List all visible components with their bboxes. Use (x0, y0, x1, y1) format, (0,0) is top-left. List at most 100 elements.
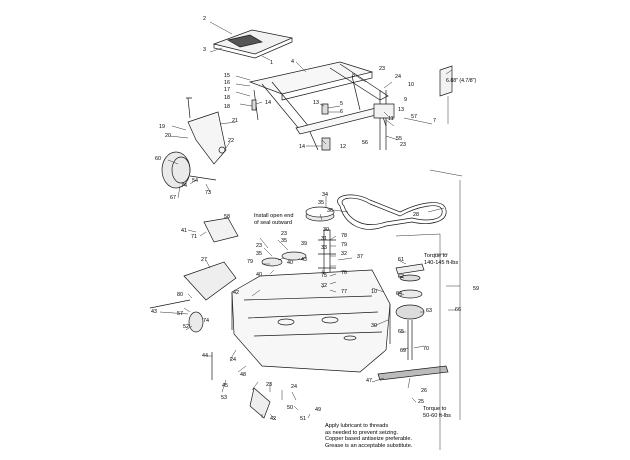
callout-47: 47 (366, 378, 372, 384)
callout-4: 4 (291, 59, 294, 65)
callout-13-right: 13 (398, 107, 404, 113)
callout-23-left: 23 (256, 243, 262, 249)
callout-15: 15 (224, 73, 230, 79)
callout-9: 9 (404, 97, 407, 103)
callout-32-lower: 32 (321, 283, 327, 289)
callout-78: 78 (341, 233, 347, 239)
belt-cover (203, 217, 239, 243)
callout-49: 49 (315, 407, 321, 413)
callout-40-upper: 40 (256, 272, 262, 278)
lubricant-line2: as needed to prevent seizing. (325, 429, 399, 436)
torque-top-line2: 140-145 ft-lbs (424, 259, 459, 266)
callout-31: 31 (321, 236, 327, 242)
anti-scalp-wheel (188, 311, 204, 333)
callout-13-left: 13 (313, 100, 319, 106)
callout-59: 59 (473, 286, 479, 292)
callout-10-deck: 10 (371, 289, 377, 295)
callout-60: 60 (155, 156, 161, 162)
callout-53: 53 (221, 395, 227, 401)
callout-1: 1 (270, 60, 273, 66)
callout-65: 65 (398, 329, 404, 335)
callout-75: 75 (321, 273, 327, 279)
lubricant-note: Apply lubricant to threads as needed to … (325, 423, 412, 449)
callout-27: 27 (201, 257, 207, 263)
torque-bottom-line2: 50-60 ft-lbs (423, 412, 451, 419)
callout-19: 19 (159, 124, 165, 130)
callout-66: 66 (455, 307, 461, 313)
callout-70: 70 (423, 346, 429, 352)
callout-10: 10 (408, 82, 414, 88)
seal-note-line1: Install open end (254, 213, 294, 219)
callout-43-mid: 43 (301, 257, 307, 263)
callout-57-top: 57 (411, 114, 417, 120)
callout-34: 34 (322, 192, 328, 198)
callout-26: 26 (421, 388, 427, 394)
callout-12: 12 (340, 144, 346, 150)
lubricant-line4: Grease is an acceptable substitute. (325, 442, 413, 449)
deck-bracket (249, 387, 271, 419)
callout-54: 54 (192, 178, 198, 184)
callout-79-left: 79 (247, 259, 253, 265)
callout-36: 36 (327, 208, 333, 214)
right-lift-assembly (373, 65, 453, 150)
callout-71: 71 (191, 234, 197, 240)
callout-23-mid: 23 (281, 231, 287, 237)
callout-24-top: 24 (395, 74, 401, 80)
torque-top-line1: Torque to (424, 253, 448, 259)
callout-39: 39 (301, 241, 307, 247)
callout-64: 64 (396, 291, 402, 297)
torque-note-top: Torque to 140-145 ft-lbs (424, 253, 458, 266)
callout-14-upper: 14 (265, 100, 271, 106)
callout-23-top: 23 (379, 66, 385, 72)
callout-28: 28 (413, 212, 419, 218)
mower-blade (377, 365, 449, 381)
seal-note-line2: of seal outward (254, 219, 292, 226)
callout-73: 73 (205, 190, 211, 196)
callout-8: 8 (352, 73, 355, 79)
callout-23-right: 23 (400, 142, 406, 148)
right-spindle-assembly (377, 263, 449, 381)
callout-80: 80 (177, 292, 183, 298)
callout-67: 67 (170, 195, 176, 201)
mower-deck (231, 269, 391, 373)
callout-11: 11 (388, 116, 394, 122)
callout-69: 69 (400, 348, 406, 354)
discharge-deflector (183, 261, 237, 301)
callout-74-lower: 74 (203, 318, 209, 324)
callout-30-deck: 30 (371, 323, 377, 329)
callout-6: 6 (340, 109, 343, 115)
callout-42-upper: 42 (233, 290, 239, 296)
callout-16: 16 (224, 80, 230, 86)
callout-79-right: 79 (341, 242, 347, 248)
main-frame (248, 61, 389, 151)
torque-bottom-line1: Torque to (423, 406, 447, 412)
callout-62: 62 (398, 274, 404, 280)
callout-52: 52 (183, 324, 189, 330)
callout-77: 77 (341, 289, 347, 295)
callout-25: 25 (418, 399, 424, 405)
drive-belt (337, 194, 447, 230)
callout-63: 63 (426, 308, 432, 314)
callout-35-top: 35 (318, 200, 324, 206)
callout-42-lower: 42 (270, 416, 276, 422)
callout-57-left: 57 (177, 311, 183, 317)
callout-35-left: 35 (256, 251, 262, 257)
callout-48: 48 (240, 372, 246, 378)
callout-43-left: 43 (151, 309, 157, 315)
callout-5: 5 (340, 101, 343, 107)
callout-17: 17 (224, 87, 230, 93)
callout-41: 41 (181, 228, 187, 234)
callout-58: 58 (224, 214, 230, 220)
dimension-label: 6.88" (4.7/8") (446, 78, 477, 84)
link-rod (149, 299, 191, 309)
callout-55: 55 (396, 136, 402, 142)
torque-note-bottom: Torque to 50-60 ft-lbs (423, 406, 451, 419)
top-cover-plate (212, 29, 294, 59)
callout-3: 3 (203, 47, 206, 53)
callout-44: 44 (202, 353, 208, 359)
callout-37: 37 (357, 254, 363, 260)
callout-33: 33 (321, 245, 327, 251)
callout-51: 51 (300, 416, 306, 422)
callout-14-lower: 14 (299, 144, 305, 150)
